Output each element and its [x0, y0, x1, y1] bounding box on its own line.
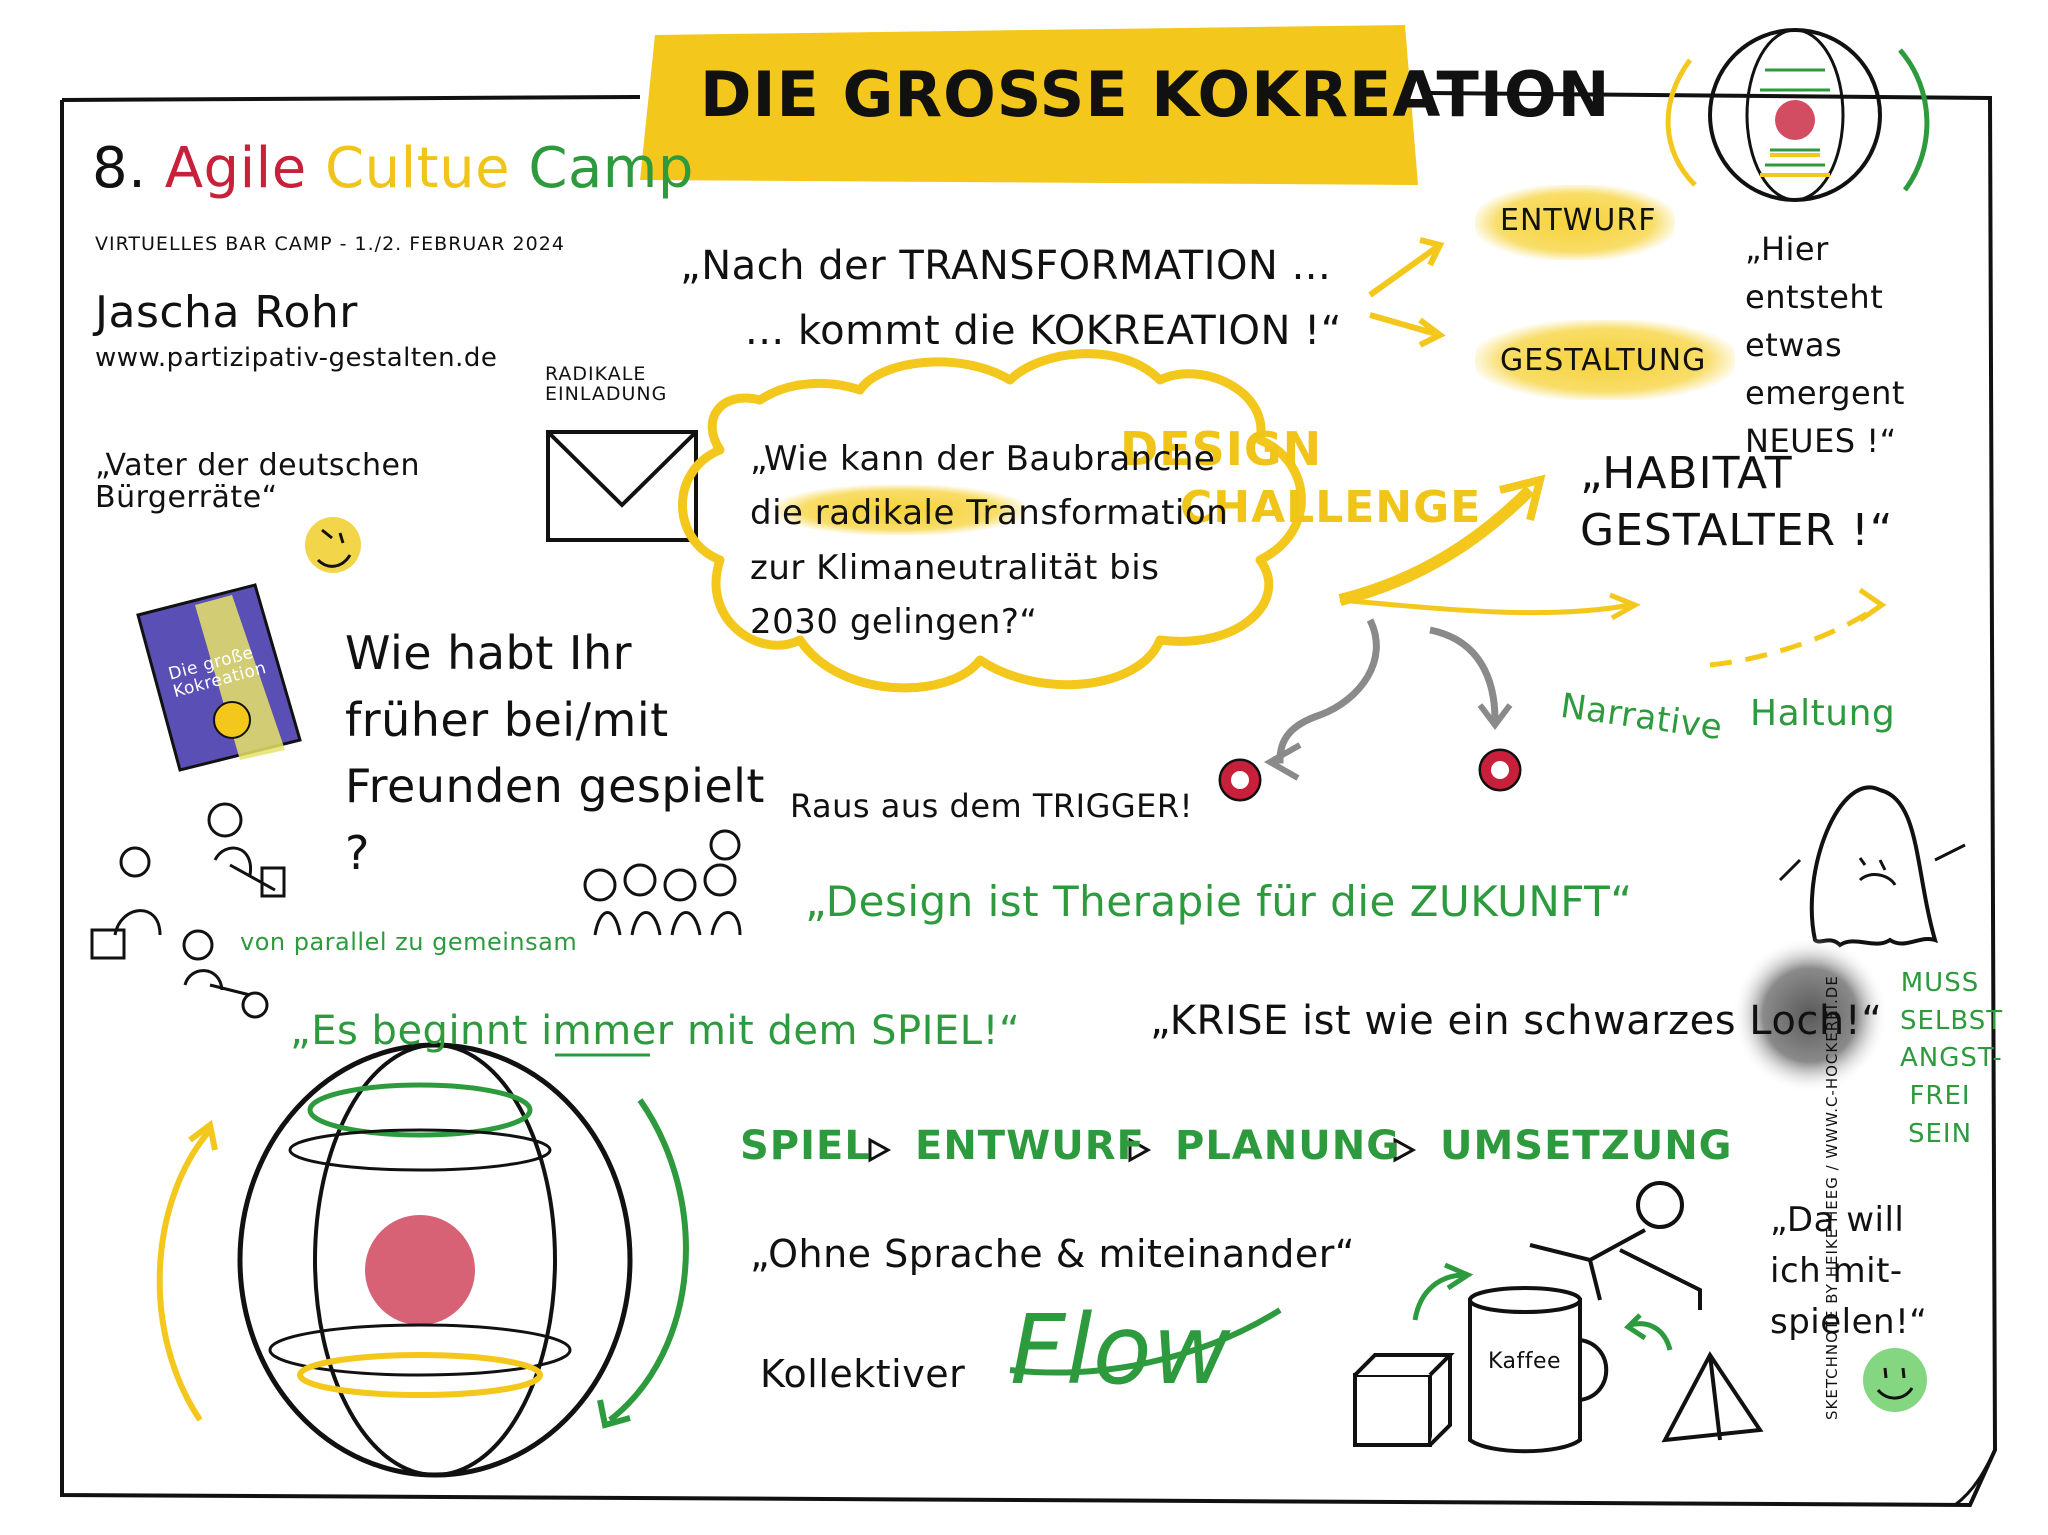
event-name-camp: Camp: [528, 136, 694, 201]
gestaltung-highlight: [1475, 320, 1735, 400]
small-globe-icon: [1665, 28, 1930, 202]
ghost-icon: [1778, 785, 1966, 948]
book-icon: [136, 583, 302, 772]
baubranche-highlight: [775, 485, 1025, 535]
step-arrow-3: [1393, 1137, 1417, 1163]
step-entwurf: ENTWURF: [915, 1123, 1145, 1169]
quote-therapie: „Design ist Therapie für die ZUKUNFT“: [805, 877, 1633, 926]
step-arrow-1: [868, 1137, 892, 1163]
thought-cloud-shape: [678, 349, 1306, 693]
grey-arrow-left-head: [1263, 742, 1302, 781]
label-radikale-einladung: RADIKALE EINLADUNG: [545, 363, 668, 405]
label-gestaltung: GESTALTUNG: [1500, 343, 1707, 378]
group-people-icon: [583, 829, 742, 936]
label-parallel: von parallel zu gemeinsam: [240, 928, 578, 956]
label-kollektiver: Kollektiver: [760, 1352, 966, 1396]
cloud-question: „Wie kann der Baubranche die radikale Tr…: [750, 439, 1229, 643]
smiley-yellow-bg: [305, 517, 361, 573]
quote-ohne-sprache: „Ohne Sprache & miteinander“: [750, 1232, 1356, 1276]
grey-arrow-left: [1275, 618, 1380, 764]
label-trigger: Raus aus dem TRIGGER!: [790, 787, 1193, 825]
grey-arrow-right-head: [1477, 703, 1513, 730]
credit-text: SKETCHNOTE BY HEIKE HEEG / WWW.C-HOCKERE…: [1823, 975, 1841, 1420]
title-banner: DIE GROßE KOKREATION: [700, 58, 1611, 131]
grey-arrow-right: [1429, 626, 1499, 721]
quote-mitspielen: „Da will ich mit-spielen!“: [1770, 1200, 1928, 1342]
mug-icon: [1468, 1286, 1609, 1454]
smiley-green-mouth: [1876, 1387, 1914, 1400]
label-flow: Flow: [1010, 1294, 1232, 1406]
quote-emergent: „Hier entsteht etwas emergent NEUES !“: [1745, 230, 1905, 460]
quote-spiel: „Es beginnt immer mit dem SPIEL!“: [290, 1008, 1021, 1054]
trigger-ring-outline-right: [1478, 748, 1522, 792]
label-entwurf: ENTWURF: [1500, 203, 1657, 238]
label-haltung: Haltung: [1750, 693, 1896, 734]
step-spiel: SPIEL: [740, 1123, 871, 1169]
trigger-ring-right: [1481, 751, 1519, 789]
event-number: 8.: [92, 136, 147, 201]
label-angstfrei: MUSS SELBST ANGST-FREI SEIN: [1900, 968, 2004, 1149]
smiley-yellow-mouth: [316, 554, 352, 568]
dashed-arrow-head: [1858, 587, 1887, 623]
event-subtitle: VIRTUELLES BAR CAMP - 1./2. FEBRUAR 2024: [95, 233, 565, 255]
playing-people-icon: [90, 802, 286, 1019]
step-planung: PLANUNG: [1175, 1123, 1401, 1169]
smiley-green-bg: [1863, 1348, 1927, 1412]
trigger-ring-left: [1221, 761, 1259, 799]
paper-curl: [1954, 1449, 1997, 1507]
event-title: 8. Agile Cultue Camp: [92, 139, 694, 199]
pyramid-icon: [1661, 1351, 1764, 1443]
arrow-pyramid-mug: [1624, 1313, 1673, 1351]
flow-underline: [1009, 1307, 1282, 1376]
arrow-to-habitat-head: [1499, 474, 1546, 521]
label-design: DESIGN: [1120, 422, 1323, 476]
speaker-name: Jascha Rohr: [95, 287, 358, 338]
quote-krise: „KRISE ist wie ein schwarzes Loch!“: [1150, 998, 1883, 1044]
entwurf-highlight: [1475, 185, 1675, 260]
title-banner-shape: [640, 25, 1418, 185]
arrow-to-gestaltung: [1369, 312, 1446, 348]
paper-frame: [60, 91, 1998, 1508]
step-umsetzung: UMSETZUNG: [1440, 1123, 1733, 1169]
big-globe-icon: [156, 1042, 689, 1478]
mug-label: Kaffee: [1488, 1349, 1562, 1374]
label-challenge: CHALLENGE: [1180, 482, 1482, 533]
arrow-to-haltung: [1339, 597, 1631, 616]
question-wie-habt: Wie habt Ihr früher bei/mit Freunden ges…: [345, 626, 765, 881]
envelope-icon: [546, 430, 698, 542]
cube-icon: [1353, 1353, 1455, 1447]
event-name-agile: Agile: [164, 136, 307, 201]
arrow-cube-mug: [1412, 1262, 1474, 1321]
arrow-to-habitat: [1338, 485, 1535, 606]
black-hole-shape: [1732, 937, 1888, 1093]
quote-transformation-line1: „Nach der TRANSFORMATION ...: [680, 243, 1332, 289]
event-name-culture: Cultue: [325, 136, 511, 201]
quote-transformation-line2: ... kommt die KOKREATION !“: [745, 308, 1342, 354]
step-arrow-2: [1128, 1137, 1152, 1163]
speaker-website: www.partizipativ-gestalten.de: [95, 343, 498, 373]
arrow-to-entwurf: [1368, 237, 1445, 298]
arrow-to-haltung-head: [1609, 592, 1641, 621]
quote-vater: „Vater der deutschen Bürgerräte“: [95, 448, 420, 515]
dashed-arrow: [1709, 602, 1882, 668]
trigger-ring-outline-left: [1218, 758, 1262, 802]
smiley-yellow-eyes: [321, 528, 345, 544]
smiley-green-eyes: [1883, 1367, 1906, 1379]
quote-habitat: „HABITAT GESTALTER !“: [1580, 448, 1894, 557]
stick-person-icon: [1529, 1181, 1702, 1310]
